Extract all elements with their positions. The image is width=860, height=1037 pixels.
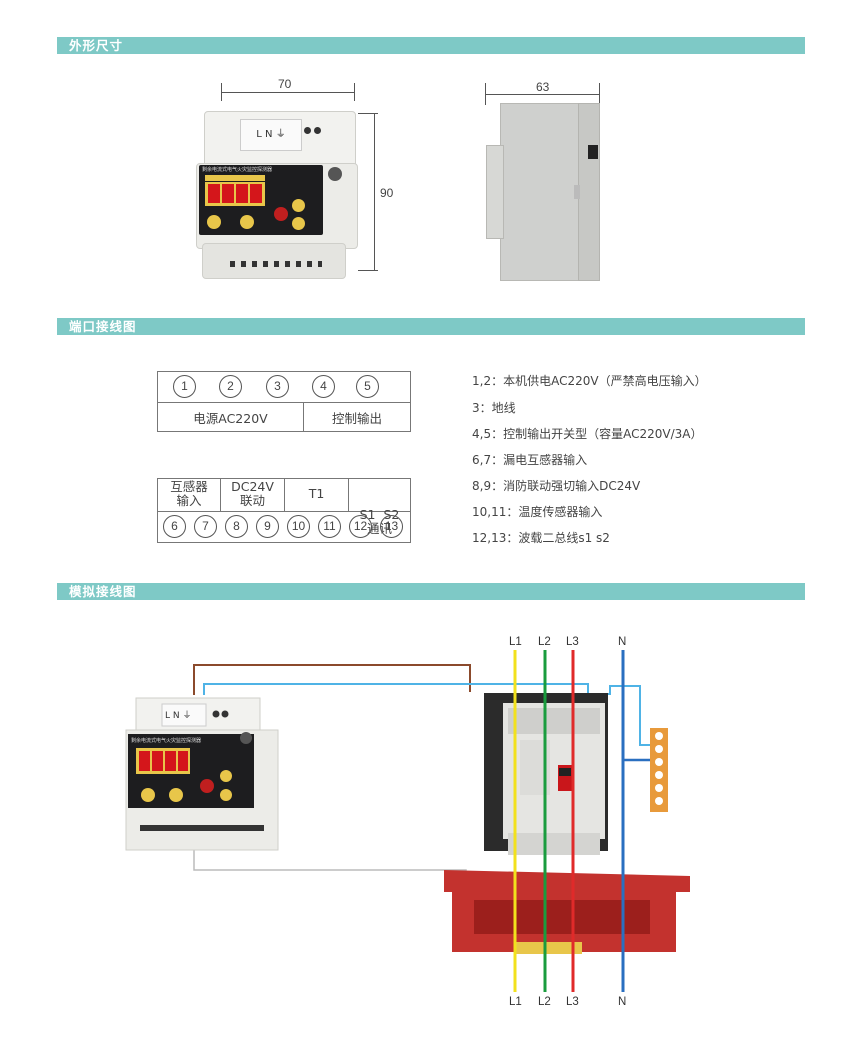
- section-bar-dimensions: 外形尺寸: [57, 37, 805, 54]
- menu-button: [207, 215, 221, 229]
- confirm-button: [240, 215, 254, 229]
- group-t1: T1: [308, 486, 325, 501]
- note-6: 10,11：温度传感器输入: [472, 505, 603, 519]
- terminal-2: 2: [219, 375, 242, 398]
- terminal-table-1: [157, 371, 411, 432]
- top-label-L3: L3: [566, 636, 579, 648]
- note-3: 4,5：控制输出开关型（容量AC220V/3A）: [472, 427, 703, 441]
- section-title-port-wiring: 端口接线图: [69, 319, 137, 334]
- terminal-5: 5: [356, 375, 379, 398]
- terminal-12: 12: [349, 515, 372, 538]
- terminal-bar: [650, 728, 668, 812]
- panel-title: 剩余电流式电气火灾监控探测器: [202, 167, 273, 173]
- depth-dimension: 63: [536, 80, 550, 94]
- section-title-sim-wiring: 模拟接线图: [69, 584, 137, 599]
- terminal-4: 4: [312, 375, 335, 398]
- terminal-8: 8: [225, 515, 248, 538]
- note-5: 8,9：消防联动强切输入DC24V: [472, 479, 641, 493]
- note-2: 3：地线: [472, 401, 516, 415]
- bottom-label-L3: L3: [566, 996, 579, 1008]
- sim-device-panel-title: 剩余电流式电气火灾监控探测器: [131, 738, 202, 744]
- group-control-output: 控制输出: [331, 411, 382, 426]
- terminal-1: 1: [173, 375, 196, 398]
- bottom-label-N: N: [618, 996, 627, 1008]
- reset-button: [274, 207, 288, 221]
- section-title-dimensions: 外形尺寸: [69, 38, 124, 53]
- terminal-13: 13: [380, 515, 403, 538]
- down-button: [292, 217, 305, 230]
- terminal-10: 10: [287, 515, 310, 538]
- top-label-N: N: [618, 636, 627, 648]
- bottom-label-L1: L1: [509, 996, 522, 1008]
- front-view-figure: 70 90 L N ⏚ 剩余电流式电气火灾监控探测器: [190, 75, 420, 290]
- width-dimension: 70: [278, 77, 292, 91]
- terminal-3: 3: [266, 375, 289, 398]
- terminal-7: 7: [194, 515, 217, 538]
- sim-device-terminal-label: L N ⏚: [165, 711, 192, 721]
- cyan-wire: [203, 683, 658, 746]
- bottom-label-L2: L2: [538, 996, 551, 1008]
- terminal-11: 11: [318, 515, 341, 538]
- terminal-6: 6: [163, 515, 186, 538]
- terminal-label: L N ⏚: [240, 119, 302, 151]
- section-bar-sim-wiring: 模拟接线图: [57, 583, 805, 600]
- top-label-L2: L2: [538, 636, 551, 648]
- terminal-9: 9: [256, 515, 279, 538]
- terminal-table-2: [157, 478, 411, 543]
- group-power: 电源AC220V: [193, 411, 268, 426]
- up-button: [292, 199, 305, 212]
- top-label-L1: L1: [509, 636, 522, 648]
- section-bar-port-wiring: 端口接线图: [57, 318, 805, 335]
- brown-wire: [193, 664, 471, 695]
- wiring-diagram: [125, 650, 690, 992]
- side-view-figure: 63: [480, 75, 610, 285]
- group-transformer: 互感器输入: [170, 479, 208, 508]
- note-4: 6,7：漏电互感器输入: [472, 453, 588, 467]
- height-dimension: 90: [380, 186, 394, 200]
- note-7: 12,13：波载二总线s1 s2: [472, 531, 610, 545]
- note-1: 1,2：本机供电AC220V（严禁高电压输入）: [472, 374, 707, 388]
